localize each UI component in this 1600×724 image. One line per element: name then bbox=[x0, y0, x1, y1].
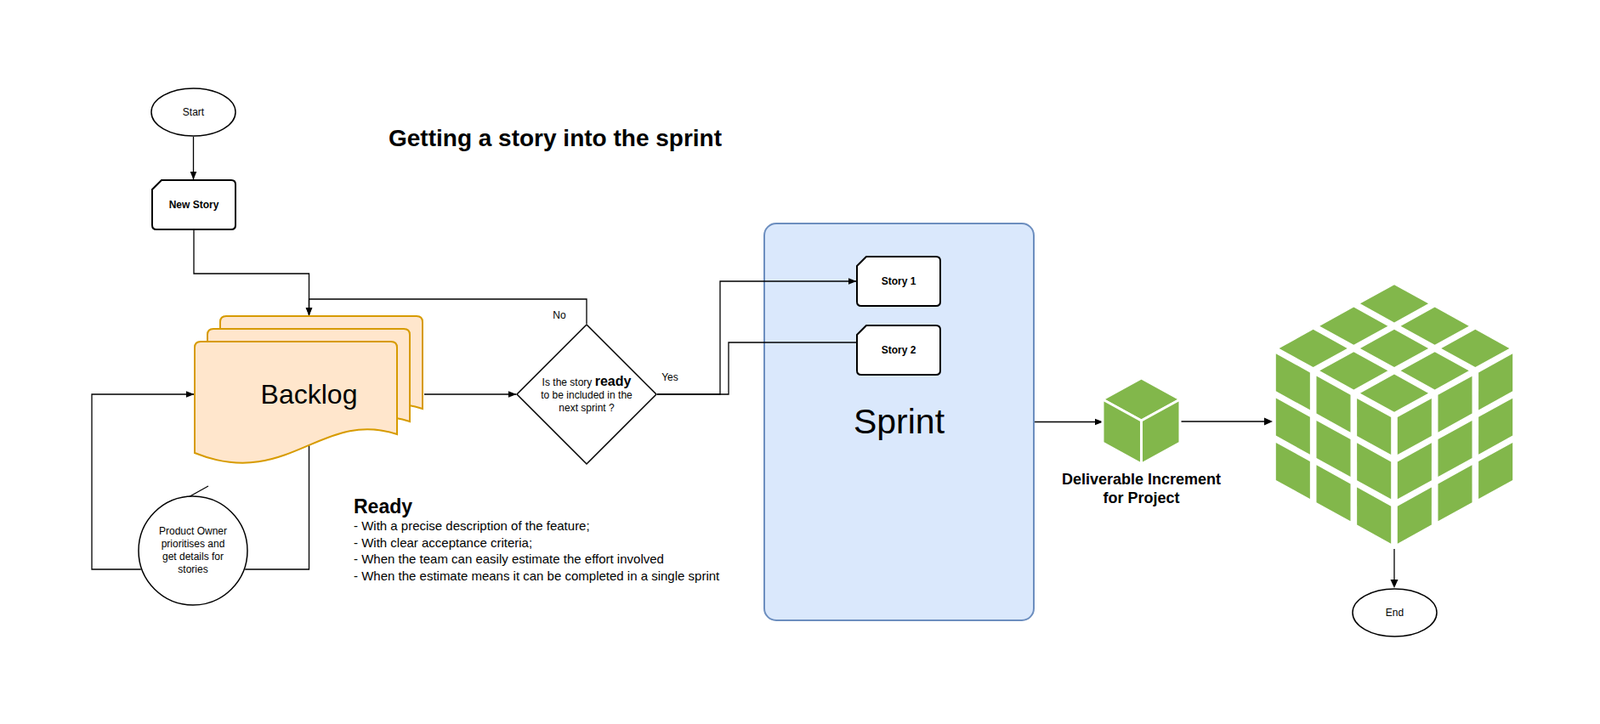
arrow-head bbox=[1390, 579, 1399, 589]
cube-left-face bbox=[1276, 353, 1391, 544]
word: in bbox=[607, 389, 615, 402]
sprint-outline bbox=[764, 223, 1034, 621]
big-cube bbox=[1276, 284, 1513, 544]
cube-tile bbox=[1478, 442, 1513, 500]
cube-face bbox=[1102, 399, 1142, 465]
ellipse-outline bbox=[138, 496, 248, 606]
note-line: - With clear acceptance criteria; bbox=[353, 534, 720, 552]
start-terminal: Start bbox=[150, 87, 237, 137]
connector bbox=[1034, 421, 1103, 423]
increment-cube: Deliverable Increment for Project bbox=[1102, 378, 1181, 465]
decision-text: Is the story ready to be included in the… bbox=[539, 374, 635, 415]
edge-label: Yes bbox=[659, 371, 681, 384]
card-text: New Story bbox=[169, 198, 220, 212]
word: ready bbox=[595, 374, 632, 389]
story-card: New Story bbox=[151, 179, 237, 231]
title-holder: Getting a story into the sprint bbox=[388, 124, 722, 154]
story-card: Story 1 bbox=[856, 255, 942, 307]
word: to bbox=[540, 389, 550, 402]
card-text: Story 1 bbox=[881, 275, 917, 289]
decision-diamond: Is the story ready to be included in the… bbox=[516, 323, 658, 466]
word: story bbox=[569, 376, 592, 389]
product-owner-circle: Product Owner prioritises and get detail… bbox=[137, 495, 249, 607]
notes-heading: Ready bbox=[353, 495, 720, 518]
increment-cube-outline bbox=[1102, 378, 1181, 465]
connector bbox=[193, 230, 310, 316]
diamond-outline bbox=[516, 324, 657, 465]
ellipse-outline bbox=[151, 88, 236, 137]
note-line: - When the team can easily estimate the … bbox=[353, 550, 720, 568]
flow-line bbox=[1180, 420, 1266, 422]
edge-label: No bbox=[550, 309, 568, 322]
ready-notes: Ready- With a precise description of the… bbox=[353, 495, 720, 585]
backlog-document-stack: Backlog bbox=[193, 315, 425, 471]
flow-line bbox=[1393, 549, 1395, 581]
story-card: Story 2 bbox=[856, 324, 942, 376]
card-outline bbox=[856, 256, 941, 307]
cube-top-face bbox=[1279, 284, 1510, 413]
cube-tile bbox=[1316, 465, 1351, 522]
card-outline bbox=[152, 180, 236, 230]
word: included bbox=[566, 389, 605, 402]
increment-text: Deliverable Increment for Project bbox=[1056, 470, 1227, 508]
cube-tile bbox=[1397, 487, 1432, 545]
card-text: Story 2 bbox=[881, 344, 917, 358]
word: Is bbox=[542, 376, 551, 389]
ellipse-outline bbox=[1352, 589, 1437, 637]
note-line: - When the estimate means it can be comp… bbox=[353, 567, 720, 585]
edge-label-holder: Yes bbox=[659, 371, 681, 384]
backlog-text: Backlog bbox=[193, 378, 425, 411]
connector bbox=[424, 393, 517, 395]
cube-tile bbox=[1437, 465, 1472, 522]
cube-face bbox=[1141, 399, 1181, 465]
arrow-head bbox=[1264, 418, 1273, 426]
terminal-text: End bbox=[1385, 607, 1404, 620]
connector bbox=[192, 136, 194, 180]
word: be bbox=[552, 389, 564, 402]
sprint-container: Sprint Story 1 Story 2 bbox=[763, 222, 1035, 622]
diagram-title: Getting a story into the sprint bbox=[388, 124, 722, 154]
word: the bbox=[618, 389, 633, 402]
cube-tile bbox=[1356, 487, 1391, 545]
sprint-text: Sprint bbox=[763, 400, 1035, 443]
end-terminal: End bbox=[1351, 588, 1438, 638]
cube-right-face bbox=[1397, 353, 1513, 544]
word: ? bbox=[608, 402, 615, 415]
word: the bbox=[552, 376, 568, 389]
word: sprint bbox=[580, 402, 606, 415]
terminal-text: Start bbox=[182, 106, 205, 120]
word: next bbox=[558, 402, 579, 415]
cube-tile bbox=[1276, 442, 1311, 500]
circle-text: Product Owner prioritises and get detail… bbox=[155, 525, 231, 577]
note-line: - With a precise description of the feat… bbox=[353, 517, 720, 535]
edge-label-holder: No bbox=[550, 309, 568, 322]
card-outline bbox=[856, 325, 941, 375]
